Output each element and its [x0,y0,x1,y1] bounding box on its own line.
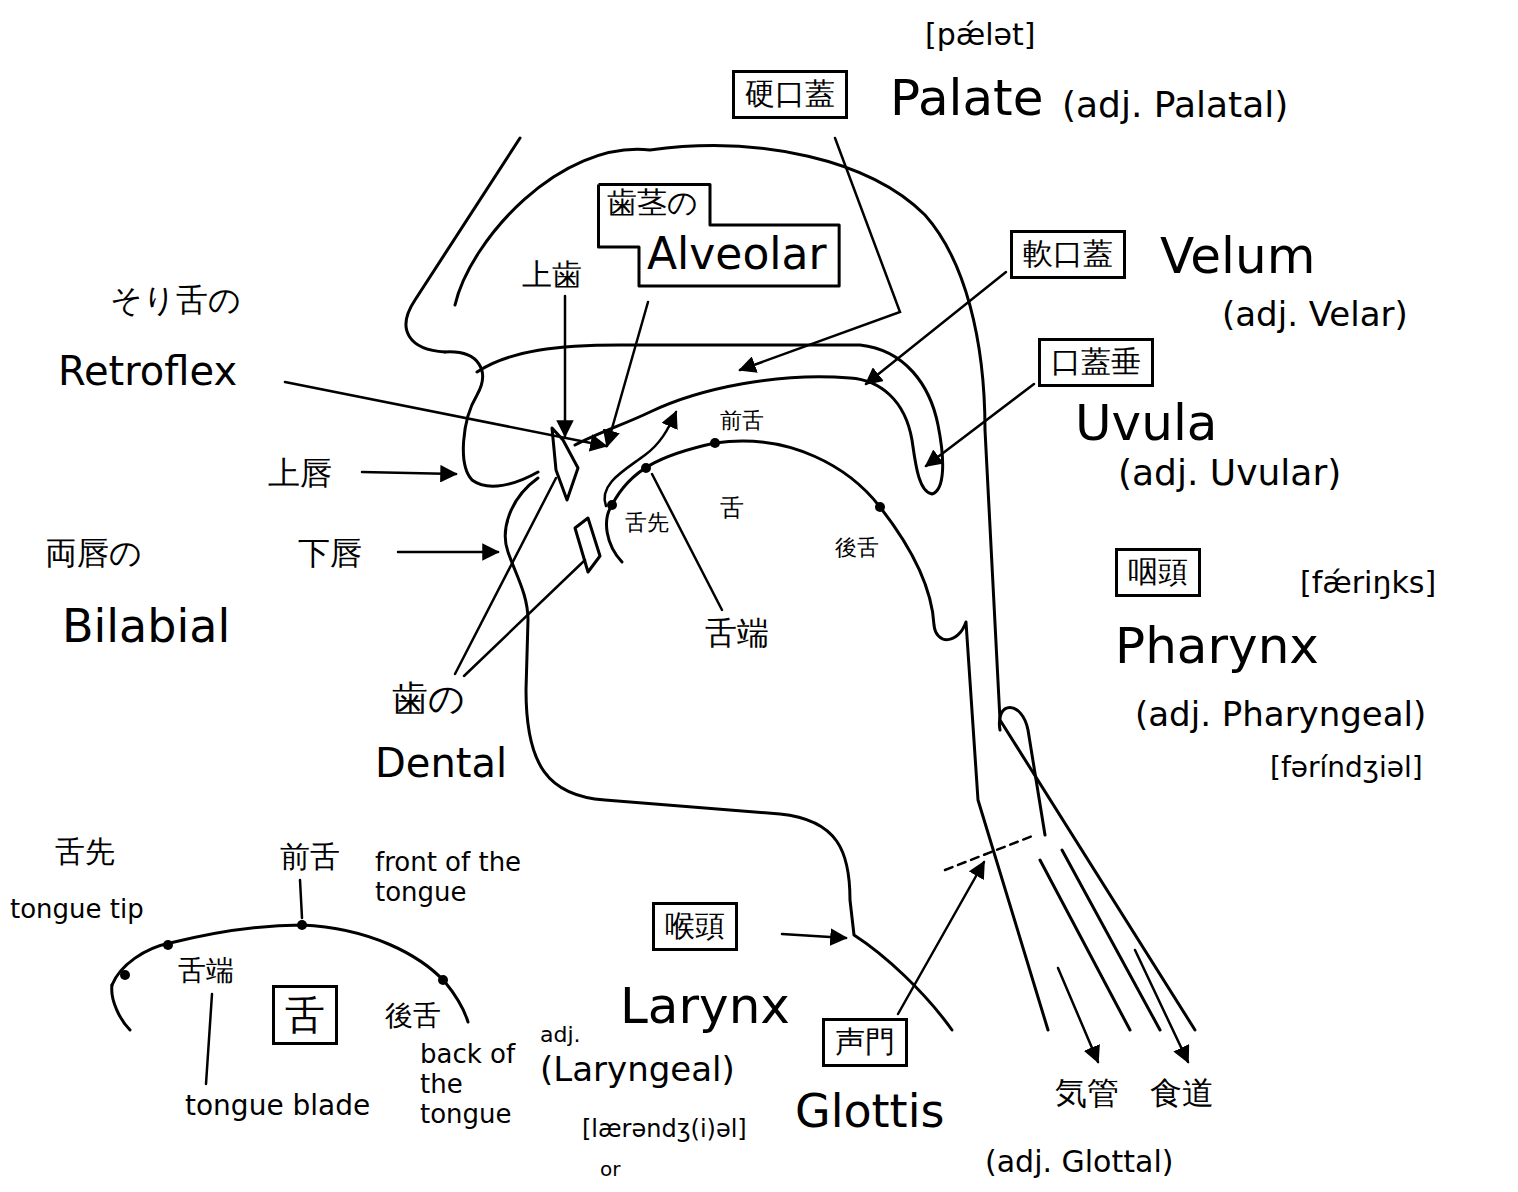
leader-arrow [898,862,984,1014]
term-box: 硬口蓋 [732,70,848,119]
part-label: 下唇 [298,535,362,572]
part-label: (adj. Pharyngeal) [1135,695,1426,734]
term-text: 喉頭 [665,909,725,944]
term-text: 歯茎の [607,186,698,221]
part-label: front of the tongue [375,848,575,908]
part-label: そり舌の [110,282,241,319]
trachea-line [1040,860,1130,1030]
term-text: 軟口蓋 [1023,237,1113,272]
part-label: or [600,1158,620,1181]
leader-arrow [285,382,606,446]
leader-line [300,880,302,918]
point-dot [875,502,885,512]
epiglottis [999,708,1045,836]
leader-line [455,478,556,674]
term-text: 硬口蓋 [745,77,835,112]
part-label: 舌端 [178,955,234,987]
lower-tooth [575,518,600,572]
leader-line [652,474,722,610]
part-label: Glottis [795,1085,944,1138]
part-label: 後舌 [835,535,879,560]
part-label: [lærəndʒ(i)əl] [582,1116,747,1144]
part-label: tongue blade [185,1090,370,1122]
leader-arrow [1135,950,1188,1062]
part-label: (adj. Palatal) [1062,84,1288,125]
part-label: Larynx [620,978,790,1036]
term-box: 歯茎の Alveolar [597,183,841,288]
part-label: Dental [375,740,507,786]
part-label: [pǽlət] [925,18,1035,53]
palate-velum-outline [477,345,943,494]
part-label: 前舌 [720,408,764,433]
lower-jaw-outline [505,478,952,1030]
nose-outline [406,138,520,352]
point-dot [297,920,307,930]
tongue-outline [612,441,1048,1030]
term-text: Alveolar [647,229,827,280]
term-text: 口蓋垂 [1051,345,1141,380]
nasal-cavity-outline [455,146,1195,1030]
point-dot [120,970,130,980]
term-box: 口蓋垂 [1038,338,1154,387]
part-label: [fǽriŋks] [1300,566,1436,601]
part-label: 上歯 [522,258,582,293]
leader-arrow [607,302,648,446]
point-dot [710,438,720,448]
part-label: 前舌 [280,840,340,875]
part-label: 気管 [1055,1075,1119,1112]
term-box: 咽頭 [1115,548,1201,597]
part-label: (Laryngeal) [540,1050,735,1089]
part-label: (adj. Glottal) [985,1145,1173,1180]
leader-arrow [782,934,846,938]
leader-arrow [926,384,1034,466]
retroflex-curl-arrow [605,412,676,506]
part-label: Pharynx [1115,618,1319,676]
part-label: 食道 [1150,1075,1214,1112]
point-dot [641,463,651,473]
term-box: 軟口蓋 [1010,230,1126,279]
term-text: 声門 [835,1025,895,1060]
point-dot [163,940,173,950]
esophagus-line [1062,850,1160,1030]
point-dot [438,975,448,985]
part-label: 舌先 [55,835,115,870]
leader-line [206,994,212,1084]
part-label: tongue tip [10,895,144,925]
term-text: 舌 [285,992,325,1038]
part-label: 舌先 [625,510,669,535]
part-label: back of the tongue [420,1040,540,1130]
leader-line [464,560,585,676]
leader-arrow [398,551,498,554]
point-dot [607,500,617,510]
leader-arrow [564,296,567,436]
part-label: (adj. Velar) [1222,295,1408,334]
part-label: Bilabial [62,600,230,653]
part-label: 上唇 [268,455,332,492]
part-label: 歯の [392,678,465,719]
part-label: adj. [540,1022,581,1047]
part-label: (adj. Uvular) [1118,452,1341,493]
term-box: 舌 [272,985,338,1045]
part-label: Uvula [1075,395,1217,453]
leader-arrow [362,472,456,474]
small-tongue-underside [112,985,130,1030]
part-label: Velum [1160,228,1315,286]
part-label: Retroflex [58,348,237,394]
term-text: 咽頭 [1128,555,1188,590]
tongue-underside [607,505,622,562]
leader-arrow [1058,968,1098,1062]
part-label: [fəríndʒiəl] [1270,752,1423,784]
leader-arrow [866,272,1006,384]
term-box: 声門 [822,1018,908,1067]
glottis-dashed-line [945,835,1035,870]
part-label: Palate [890,70,1043,128]
part-label: 後舌 [385,1000,441,1032]
part-label: 両唇の [45,535,142,572]
part-label: 舌 [720,495,744,523]
stepped-border [599,185,840,287]
term-box: 喉頭 [652,902,738,951]
upper-lip [445,352,538,486]
part-label: 舌端 [705,615,769,652]
